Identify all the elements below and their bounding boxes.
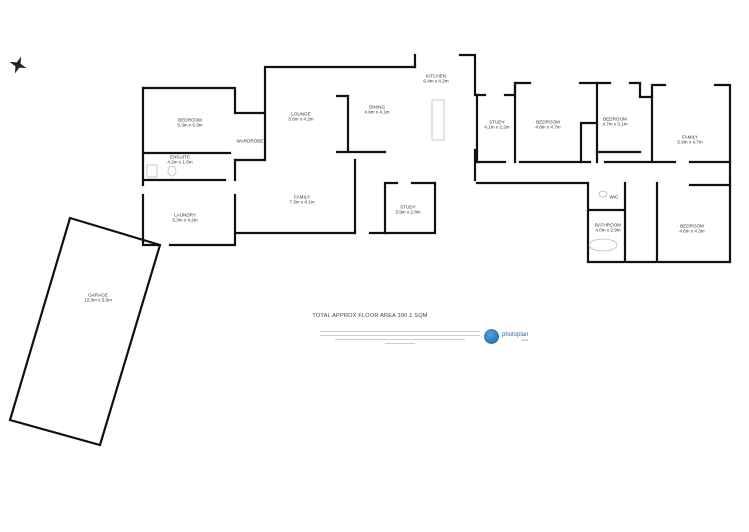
disclaimer-line <box>320 335 480 337</box>
room-label: WARDROBE <box>236 138 264 144</box>
compass-rose-icon <box>9 56 27 74</box>
logo-mark-icon <box>484 329 499 344</box>
disclaimer-line <box>385 343 415 345</box>
total-floor-area: TOTAL APPROX FLOOR AREA 390.1 SQM <box>312 313 428 319</box>
disclaimer-line <box>335 339 465 341</box>
room-label: WIC <box>609 194 619 200</box>
disclaimer-line <box>320 331 480 333</box>
